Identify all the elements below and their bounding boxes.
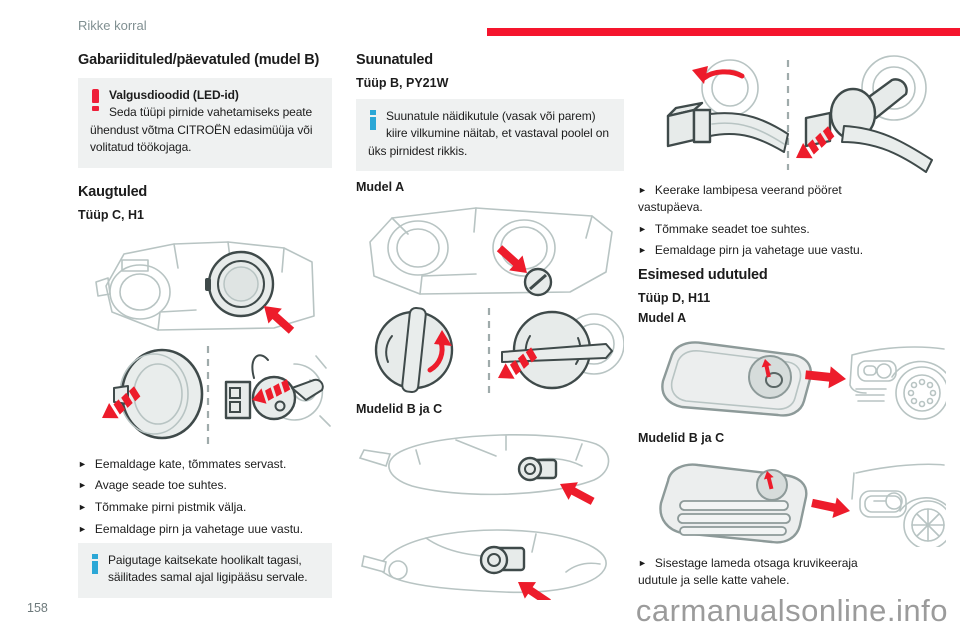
models-bc-label: Mudelid B ja C xyxy=(638,431,725,446)
step-item: Tõmmake pirni pistmik välja. xyxy=(78,499,332,516)
cover-and-connector-illustration xyxy=(96,345,331,444)
breadcrumb: Rikke korral xyxy=(78,18,147,33)
accent-bar xyxy=(487,28,960,36)
bulb-holder-turn-illustration xyxy=(666,55,933,173)
info-box: Suunatule näidikutule (vasak või parem) … xyxy=(356,99,624,172)
rotate-arrow-icon xyxy=(701,69,745,81)
headlamp-back-illustration xyxy=(369,207,613,297)
warning-body: Seda tüüpi pirnide vahetamiseks peate üh… xyxy=(90,105,313,155)
step-list: Eemaldage kate, tõmmates servast. Avage … xyxy=(78,456,332,538)
indicator-lamp-bottom-illustration xyxy=(361,529,607,601)
foglamp-models-bc-illustration xyxy=(659,463,946,548)
page-number: 158 xyxy=(27,601,48,615)
warning-title: Valgusdioodid (LED-id) xyxy=(109,88,239,102)
models-bc-label: Mudelid B ja C xyxy=(356,402,443,417)
headlamp-rear-illustration xyxy=(95,240,315,338)
model-a-label: Mudel A xyxy=(356,180,405,195)
info-text: Suunatule näidikutule (vasak või parem) … xyxy=(368,109,609,158)
type-c-h1: Tüüp C, H1 xyxy=(78,207,144,222)
warning-icon xyxy=(92,89,99,111)
step-item: Tõmmake seadet toe suhtes. xyxy=(638,221,878,238)
step-item: Sisestage lameda otsaga kruvikeeraja udu… xyxy=(638,555,878,589)
column-middle: Suunatuled Tüüp B, PY21W Suunatule näidi… xyxy=(356,52,624,601)
warning-box: Valgusdioodid (LED-id) Seda tüüpi pirnid… xyxy=(78,78,332,168)
step-list: Sisestage lameda otsaga kruvikeeraja udu… xyxy=(638,555,878,589)
foglamp-model-a-illustration xyxy=(661,341,946,420)
indicator-lamp-top-illustration xyxy=(358,434,610,507)
step-item: Avage seade toe suhtes. xyxy=(78,477,332,494)
bulb-cap-rotate-illustration xyxy=(374,307,624,395)
page-title: Gabariidituled/päevatuled (mudel B) xyxy=(78,52,320,68)
step-list: Keerake lambipesa veerand pööret vastupä… xyxy=(638,182,878,259)
step-item: Eemaldage pirn ja vahetage uue vastu. xyxy=(638,242,878,259)
info-box: Paigutage kaitsekate hoolikalt tagasi, s… xyxy=(78,542,332,598)
section-udutuled: Esimesed udutuled xyxy=(638,267,768,284)
info-text: Paigutage kaitsekate hoolikalt tagasi, s… xyxy=(108,552,308,585)
red-arrow-icon xyxy=(555,475,598,507)
type-d-h11: Tüüp D, H11 xyxy=(638,291,711,306)
model-a-label: Mudel A xyxy=(638,311,687,326)
step-item: Eemaldage pirn ja vahetage uue vastu. xyxy=(78,521,332,538)
section-suunatuled: Suunatuled xyxy=(356,52,433,68)
red-arrow-icon xyxy=(809,492,853,522)
step-item: Keerake lambipesa veerand pööret vastupä… xyxy=(638,182,878,216)
type-b-py21w: Tüüp B, PY21W xyxy=(356,76,449,90)
column-right: Keerake lambipesa veerand pööret vastupä… xyxy=(638,52,946,594)
info-icon xyxy=(370,110,376,130)
red-arrow-icon xyxy=(512,573,555,601)
wheel-bolt-pattern xyxy=(907,378,937,408)
column-left: Gabariidituled/päevatuled (mudel B) Valg… xyxy=(78,52,332,598)
info-icon xyxy=(92,553,98,574)
watermark: carmanualsonline.info xyxy=(635,593,948,628)
step-item: Eemaldage kate, tõmmates servast. xyxy=(78,456,332,473)
section-kaugtuled: Kaugtuled xyxy=(78,183,148,200)
